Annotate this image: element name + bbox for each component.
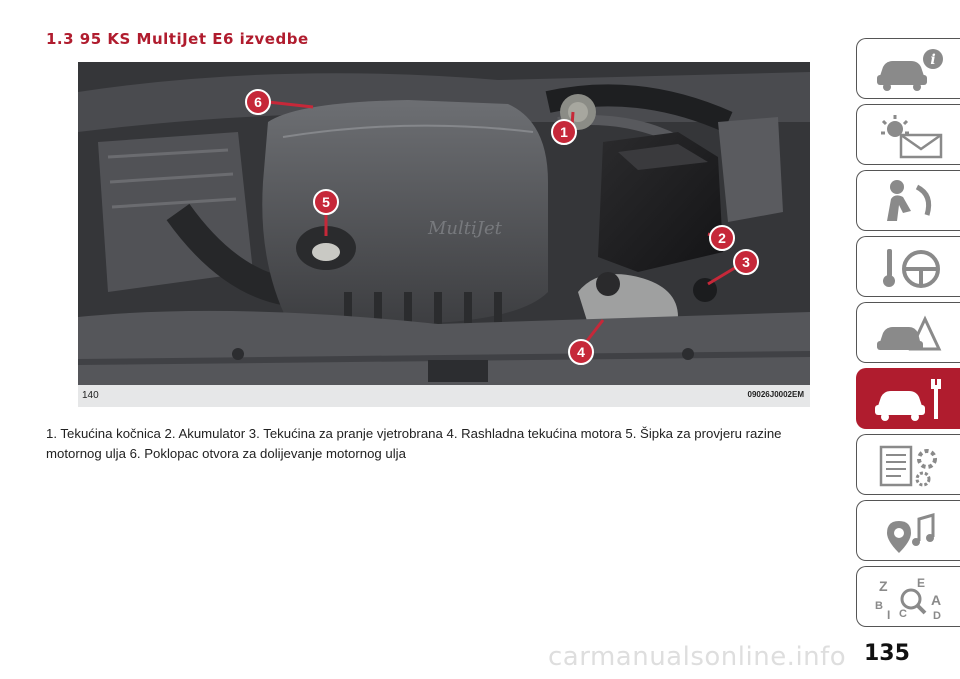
multimedia-icon xyxy=(887,513,935,553)
engine-bay-photo: MultiJet xyxy=(78,62,810,385)
callout-3: 3 xyxy=(733,249,759,275)
tab-starting-driving[interactable] xyxy=(856,236,960,297)
svg-text:1: 1 xyxy=(560,124,568,140)
tab-safety[interactable] xyxy=(856,170,960,231)
svg-text:D: D xyxy=(933,610,941,621)
section-title: 1.3 95 KS MultiJet E6 izvedbe xyxy=(46,30,309,48)
tab-technical-data[interactable] xyxy=(856,434,960,495)
callout-2: 2 xyxy=(709,225,735,251)
svg-text:B: B xyxy=(875,600,883,612)
svg-text:3: 3 xyxy=(742,254,750,270)
safety-airbag-icon xyxy=(887,180,932,221)
tab-multimedia[interactable] xyxy=(856,500,960,561)
tab-maintenance[interactable] xyxy=(856,368,960,429)
svg-text:5: 5 xyxy=(322,194,330,210)
svg-text:6: 6 xyxy=(254,94,262,110)
svg-text:i: i xyxy=(930,52,935,68)
svg-text:C: C xyxy=(899,608,907,620)
starting-driving-icon xyxy=(883,249,940,288)
page-number: 135 xyxy=(864,641,910,666)
tab-emergency[interactable] xyxy=(856,302,960,363)
figure-code: 09026J0002EM xyxy=(747,390,805,399)
callout-5: 5 xyxy=(313,189,339,215)
figure-caption: 1. Tekućina kočnica 2. Akumulator 3. Tek… xyxy=(46,426,782,461)
tab-car-info[interactable]: i xyxy=(856,38,960,99)
svg-text:Z: Z xyxy=(879,578,888,594)
car-info-icon: i xyxy=(877,49,943,91)
tab-warning-lights[interactable] xyxy=(856,104,960,165)
warning-lights-icon xyxy=(881,115,943,159)
engine-bay-figure: MultiJet xyxy=(78,62,810,407)
svg-text:4: 4 xyxy=(577,344,585,360)
watermark: carmanualsonline.info xyxy=(548,642,847,672)
callout-4: 4 xyxy=(568,339,594,365)
svg-text:2: 2 xyxy=(718,230,726,246)
tab-index[interactable]: Z E B A I C D xyxy=(856,566,960,627)
figure-label-strip: 140 09026J0002EM xyxy=(78,385,810,407)
index-icon: Z E B A I C D xyxy=(875,576,941,621)
emergency-icon xyxy=(877,315,942,351)
callout-6: 6 xyxy=(245,89,271,115)
svg-text:E: E xyxy=(917,576,925,590)
svg-text:MultiJet: MultiJet xyxy=(427,218,503,239)
svg-text:A: A xyxy=(931,592,941,608)
technical-data-icon xyxy=(879,445,937,487)
figure-number: 140 xyxy=(82,390,99,401)
maintenance-icon xyxy=(875,379,941,421)
svg-text:I: I xyxy=(887,608,890,621)
callout-1: 1 xyxy=(551,119,577,145)
